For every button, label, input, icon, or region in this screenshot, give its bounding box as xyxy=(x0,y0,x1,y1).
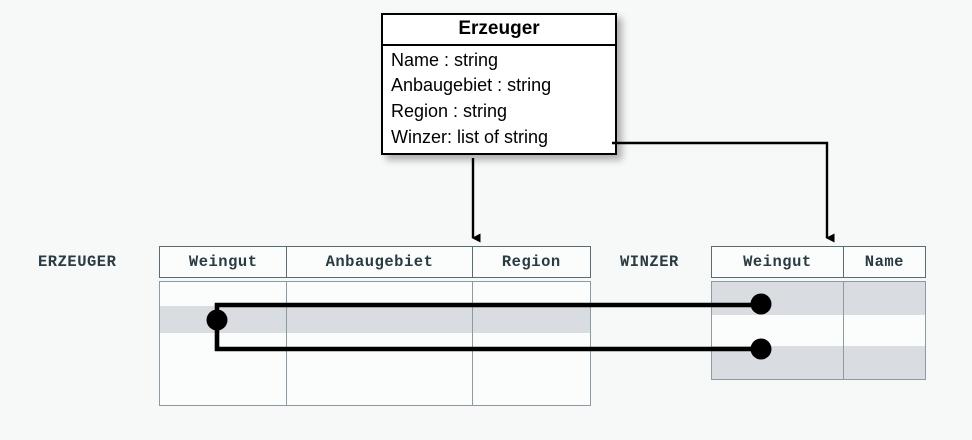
uml-class-box: Erzeuger Name : string Anbaugebiet : str… xyxy=(381,13,617,156)
table-body-winzer xyxy=(711,281,926,380)
table-cell-weingut xyxy=(160,306,287,333)
table-row xyxy=(160,370,590,405)
column-header-name: Name xyxy=(864,253,904,271)
table-cell-name xyxy=(844,315,925,346)
table-winzer: WINZER Weingut Name xyxy=(620,246,930,381)
table-row xyxy=(160,306,590,333)
table-cell-region xyxy=(473,370,590,405)
column-header-anbaugebiet: Anbaugebiet xyxy=(287,247,473,277)
table-erzeuger: ERZEUGER Weingut Anbaugebiet Region xyxy=(0,246,600,406)
uml-attribute-region: Region : string xyxy=(391,101,508,122)
table-row xyxy=(160,333,590,370)
table-row xyxy=(712,282,925,315)
table-cell-anbaugebiet xyxy=(287,370,473,405)
uml-attribute-compartment: Name : string Anbaugebiet : string Regio… xyxy=(383,46,615,153)
uml-class-name: Erzeuger xyxy=(383,15,615,46)
uml-attribute-winzer: Winzer: list of string xyxy=(391,126,549,147)
table-cell-region xyxy=(473,306,590,333)
mapping-arrow-right xyxy=(612,141,835,243)
uml-attribute-anbaugebiet: Anbaugebiet : string xyxy=(391,75,552,96)
table-cell-region xyxy=(473,333,590,370)
table-row xyxy=(160,282,590,306)
table-cell-anbaugebiet xyxy=(287,333,473,370)
column-header-weingut: Weingut xyxy=(160,247,288,277)
table-label-winzer: WINZER xyxy=(620,253,679,271)
table-cell-weingut xyxy=(712,346,844,379)
table-row xyxy=(712,346,925,379)
table-cell-weingut xyxy=(712,282,844,315)
table-cell-name xyxy=(844,282,925,315)
table-cell-weingut xyxy=(160,370,287,405)
table-cell-weingut xyxy=(712,315,844,346)
column-header-region: Region xyxy=(501,253,561,271)
table-header-erzeuger: Weingut Anbaugebiet Region xyxy=(159,246,591,278)
column-header-weingut: Weingut xyxy=(712,247,844,277)
table-header-winzer: Weingut Name xyxy=(711,246,926,278)
table-row xyxy=(712,315,925,346)
table-cell-region xyxy=(473,282,590,306)
table-body-erzeuger xyxy=(159,281,591,406)
table-label-erzeuger: ERZEUGER xyxy=(38,253,117,271)
uml-attribute-name: Name : string xyxy=(391,49,499,70)
table-cell-anbaugebiet xyxy=(287,306,473,333)
table-cell-anbaugebiet xyxy=(287,282,473,306)
table-cell-weingut xyxy=(160,333,287,370)
table-cell-name xyxy=(844,346,925,379)
table-cell-weingut xyxy=(160,282,287,306)
